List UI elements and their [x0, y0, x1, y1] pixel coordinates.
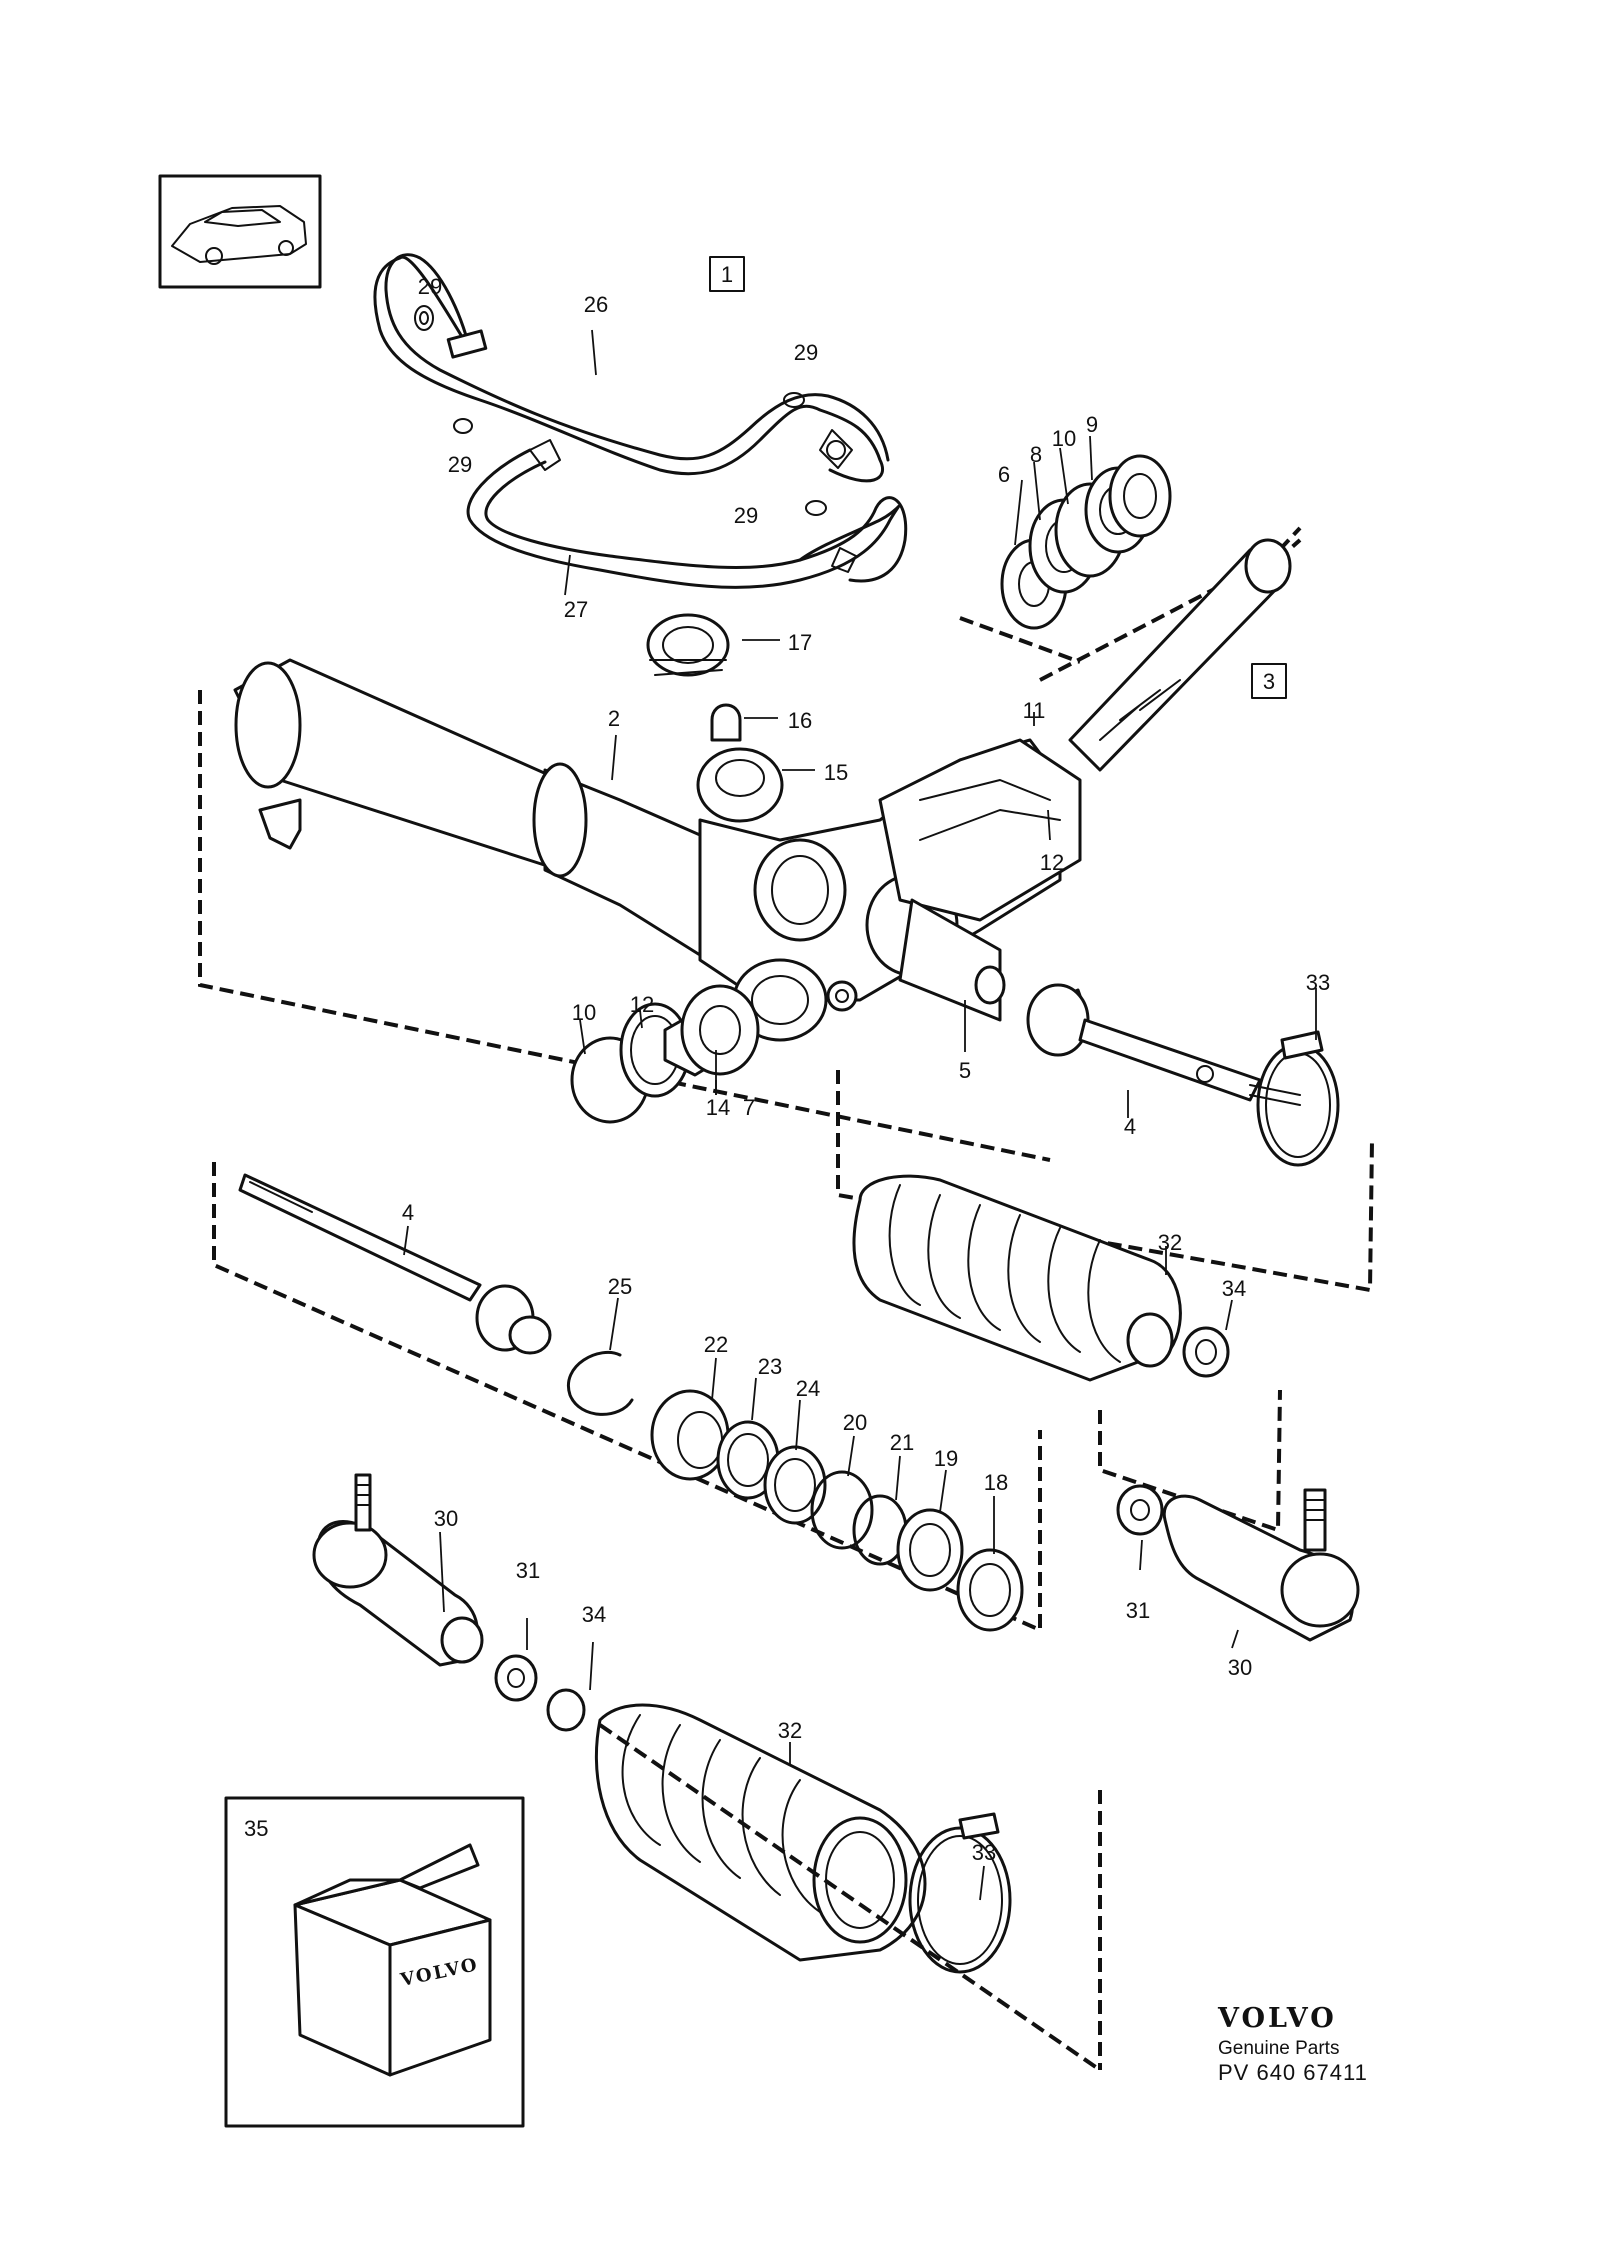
callout-27: 26: [584, 292, 608, 317]
callout-34a: 34: [1222, 1276, 1246, 1301]
callout-labels: 26 29 29 29 29 27 17 16 15 2 11 12 6 8 1…: [402, 274, 1330, 1865]
right-inner-tie-rod: [1026, 983, 1301, 1106]
return-pipe-28: [466, 439, 908, 589]
callout-29a: 29: [418, 274, 442, 299]
yoke-assembly: [646, 613, 784, 823]
boot-clamp-33-right: [1256, 1030, 1340, 1167]
callout-12: 11: [1023, 698, 1046, 723]
right-rubber-boot: [836, 1070, 1374, 1382]
washers-29: [414, 305, 827, 516]
leader-lines: [403, 329, 1317, 1901]
callout-31b: 31: [516, 1558, 540, 1583]
callout-24: 23: [758, 1354, 782, 1379]
callout-26: 25: [608, 1274, 632, 1299]
callout-11: 10: [572, 1000, 596, 1025]
callout-29d: 29: [734, 503, 758, 528]
callout-18: 17: [788, 630, 812, 655]
callout-23: 22: [704, 1332, 728, 1357]
brand-logo: VOLVO: [1218, 2003, 1337, 2034]
diagram-code: PV 640 67411: [1218, 2060, 1368, 2085]
callout-20: 19: [934, 1446, 958, 1471]
callout-33b: 33: [972, 1840, 996, 1865]
callout-8: 8: [1030, 442, 1042, 467]
callout-15: 14: [706, 1095, 730, 1120]
svg-text:35: 35: [244, 1816, 268, 1841]
left-tie-rod-end: [312, 1473, 586, 1732]
callout-10: 10: [1052, 426, 1076, 451]
pinion-shaft: [1068, 538, 1302, 772]
callout-31a: 31: [1126, 1598, 1150, 1623]
callout-7: 7: [743, 1095, 755, 1120]
volvo-genuine-parts-logo: VOLVO Genuine Parts PV 640 67411: [1218, 2003, 1398, 2086]
callout-28: 27: [564, 597, 588, 622]
callout-34b: 34: [582, 1602, 606, 1627]
callout-30a: 30: [1228, 1655, 1252, 1680]
repair-kit-box: 35 VOLVO: [224, 1796, 525, 2128]
callout-32a: 32: [1158, 1230, 1182, 1255]
svg-text:1: 1: [721, 262, 733, 287]
cover-and-bearing: [570, 984, 760, 1124]
vehicle-thumbnail: [158, 174, 322, 289]
left-tie-rod-and-bushings: [212, 1162, 1042, 1634]
callout-4b: 4: [402, 1200, 414, 1225]
callout-16: 15: [824, 760, 848, 785]
callout-21: 20: [843, 1410, 867, 1435]
left-rubber-boot: [594, 1703, 1102, 2072]
housing-frame: [198, 690, 1051, 1162]
callout-29c: 29: [448, 452, 472, 477]
callout-22: 21: [890, 1430, 914, 1455]
svg-text:3: 3: [1263, 669, 1275, 694]
callout-9: 9: [1086, 412, 1098, 437]
callout-5: 5: [959, 1058, 971, 1083]
group-marker-3: 3: [1251, 663, 1287, 699]
right-tie-rod-end: [1098, 1389, 1360, 1642]
callout-19: 18: [984, 1470, 1008, 1495]
callout-13: 12: [1040, 850, 1064, 875]
callout-25: 24: [796, 1376, 820, 1401]
brand-subtitle: Genuine Parts: [1218, 2038, 1340, 2059]
callout-33a: 33: [1306, 970, 1330, 995]
pressure-pipe-27: [373, 253, 890, 483]
callout-2: 2: [608, 706, 620, 731]
callout-14: 12: [630, 992, 654, 1017]
group-marker-1: 1: [709, 256, 745, 292]
callout-6: 6: [998, 462, 1010, 487]
callout-30b: 30: [434, 1506, 458, 1531]
callout-17: 16: [788, 708, 812, 733]
callout-32b: 32: [778, 1718, 802, 1743]
steering-rack-housing: [233, 658, 1082, 1042]
callout-4a: 4: [1124, 1114, 1136, 1139]
callout-29b: 29: [794, 340, 818, 365]
